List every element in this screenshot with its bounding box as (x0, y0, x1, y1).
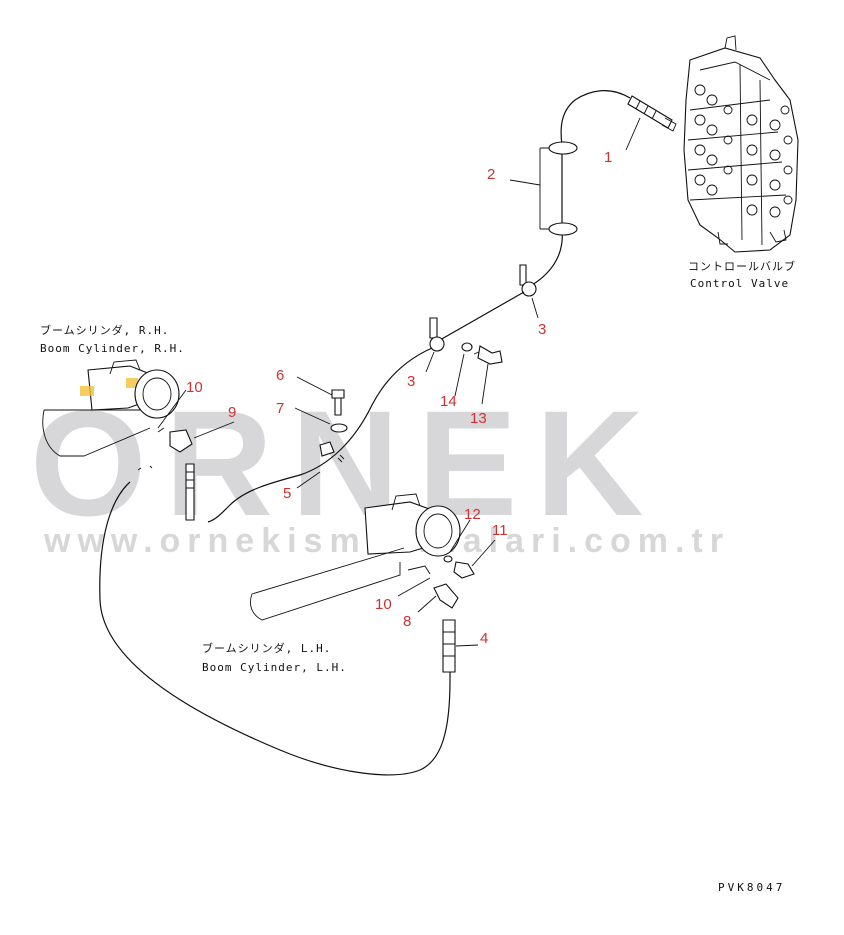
hose-line-bend (531, 229, 563, 286)
boom-lh-label-en: Boom Cylinder, L.H. (202, 661, 347, 674)
oring-10-lh (407, 565, 431, 575)
callout-3-lower: 3 (407, 373, 415, 390)
bolt-13 (473, 345, 503, 365)
control-valve (683, 35, 799, 253)
callout-8: 8 (403, 613, 411, 630)
callout-7: 7 (276, 400, 284, 417)
boom-cylinder-rh (42, 359, 180, 457)
callout-5: 5 (283, 485, 291, 502)
bolt-6 (331, 389, 345, 416)
boom-rh-label-jp: ブームシリンダ, R.H. (40, 323, 169, 337)
boom-rh-label-en: Boom Cylinder, R.H. (40, 342, 185, 355)
hose-line-lower-loop (99, 481, 451, 776)
callout-1: 1 (604, 149, 612, 166)
clamp-3-upper (519, 264, 537, 297)
washer-7 (330, 423, 348, 433)
callout-10-lh: 10 (375, 596, 392, 613)
hose-line-upper (560, 90, 631, 146)
boom-lh-label-jp: ブームシリンダ, L.H. (202, 641, 331, 655)
callout-6: 6 (276, 367, 284, 384)
callout-10-rh: 10 (186, 379, 203, 396)
control-valve-label-jp: コントロールバルブ (688, 259, 796, 273)
clamp-2 (539, 141, 578, 236)
hose-4 (442, 619, 456, 673)
hose-line-5 (207, 347, 433, 523)
callout-4: 4 (480, 630, 488, 647)
boom-cylinder-lh (250, 493, 461, 621)
callout-12: 12 (464, 506, 481, 523)
callouts: 1 2 3 3 4 5 6 7 8 9 10 10 11 12 13 14 (186, 149, 612, 647)
hose-line-mid (439, 291, 525, 341)
oring-12 (443, 555, 453, 563)
fitting-9 (157, 427, 195, 521)
callout-14: 14 (440, 393, 457, 410)
callout-9: 9 (228, 404, 236, 421)
hose-1 (627, 95, 677, 132)
callout-2: 2 (487, 166, 495, 183)
drawing-code: PVK8047 (718, 881, 785, 894)
plug-11 (453, 561, 475, 579)
callout-13: 13 (470, 410, 487, 427)
control-valve-label-en: Control Valve (690, 277, 789, 290)
leader-lines (157, 117, 641, 647)
clip-5 (319, 441, 345, 463)
callout-11: 11 (492, 522, 508, 539)
callout-3-upper: 3 (538, 321, 546, 338)
clamp-3-lower (429, 317, 445, 352)
washer-14 (461, 342, 473, 352)
elbow-8 (433, 583, 459, 609)
hose-dots (137, 465, 153, 471)
